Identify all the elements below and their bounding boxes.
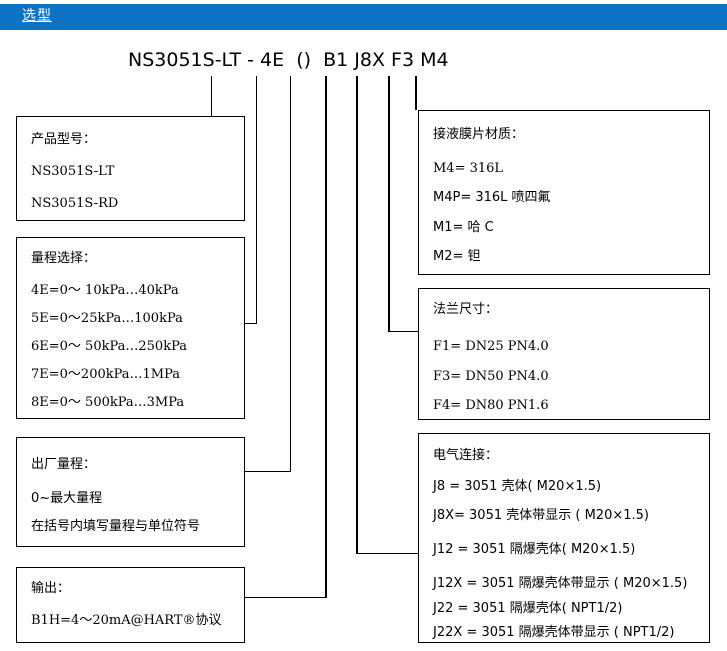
- box-product-model-line: NS3051S-RD: [31, 196, 119, 211]
- box-electrical-connection: 电气连接： J8 = 3051 壳体( M20×1.5) J8X= 3051 壳…: [418, 433, 710, 643]
- box-output: 输出： B1H=4～20mA@HART®协议: [16, 567, 245, 643]
- box-electrical-connection-title: 电气连接：: [433, 448, 499, 463]
- box-electrical-connection-line: J22X = 3051 隔爆壳体带显示 ( NPT1/2): [433, 625, 675, 640]
- box-flange-size-line: F3= DN50 PN4.0: [433, 369, 549, 384]
- page-title: 选型: [22, 8, 52, 24]
- box-range-select-line: 5E=0～25kPa…100kPa: [31, 311, 183, 326]
- box-range-select-line: 6E=0～ 50kPa…250kPa: [31, 339, 187, 354]
- box-electrical-connection-line: J8X= 3051 壳体带显示 ( M20×1.5): [433, 508, 649, 523]
- box-diaphragm-material-line: M1= 哈 C: [433, 220, 494, 235]
- leader-line-output: [325, 76, 327, 598]
- leader-line-range-select: [256, 76, 257, 323]
- box-product-model-line: NS3051S-LT: [31, 164, 115, 179]
- box-diaphragm-material-line: M4P= 316L 喷四氟: [433, 190, 551, 205]
- box-flange-size-line: F4= DN80 PN1.6: [433, 398, 549, 413]
- box-factory-range: 出厂量程： 0~最大量程 在括号内填写量程与单位符号: [16, 437, 245, 547]
- box-output-title: 输出：: [31, 581, 71, 596]
- box-factory-range-title: 出厂量程：: [31, 457, 97, 472]
- box-output-line: B1H=4～20mA@HART®协议: [31, 613, 222, 628]
- box-electrical-connection-line: J12 = 3051 隔爆壳体( M20×1.5): [433, 542, 636, 557]
- box-range-select-title: 量程选择：: [31, 251, 97, 266]
- box-flange-size-line: F1= DN25 PN4.0: [433, 339, 549, 354]
- box-flange-size-title: 法兰尺寸：: [433, 302, 499, 317]
- box-diaphragm-material-line: M2= 钽: [433, 249, 481, 264]
- box-factory-range-line: 在括号内填写量程与单位符号: [31, 519, 201, 534]
- leader-line-factory-range: [290, 76, 291, 471]
- box-diaphragm-material-title: 接液膜片材质：: [433, 127, 525, 142]
- leader-line-diaphragm: [415, 76, 417, 110]
- box-product-model: 产品型号： NS3051S-LT NS3051S-RD: [16, 116, 245, 221]
- box-range-select-line: 7E=0～200kPa…1MPa: [31, 367, 181, 382]
- connector-factory-range: [245, 471, 291, 472]
- leader-line-electrical: [356, 76, 358, 553]
- box-range-select-line: 8E=0～ 500kPa…3MPa: [31, 395, 185, 410]
- box-product-model-title: 产品型号：: [31, 132, 97, 147]
- box-range-select: 量程选择： 4E=0～ 10kPa…40kPa 5E=0～25kPa…100kP…: [16, 237, 245, 419]
- box-factory-range-line: 0~最大量程: [31, 491, 103, 506]
- box-diaphragm-material: 接液膜片材质： M4= 316L M4P= 316L 喷四氟 M1= 哈 C M…: [418, 110, 710, 275]
- connector-range-select: [245, 323, 257, 324]
- leader-line-flange: [388, 76, 390, 331]
- model-code-string: NS3051S-LT - 4E () B1 J8X F3 M4: [128, 49, 449, 71]
- box-electrical-connection-line: J8 = 3051 壳体( M20×1.5): [433, 479, 602, 494]
- box-diaphragm-material-line: M4= 316L: [433, 161, 504, 176]
- connector-flange: [388, 331, 418, 332]
- box-range-select-line: 4E=0～ 10kPa…40kPa: [31, 283, 179, 298]
- connector-electrical: [356, 553, 418, 554]
- box-electrical-connection-line: J22 = 3051 隔爆壳体( NPT1/2): [433, 601, 623, 616]
- box-electrical-connection-line: J12X = 3051 隔爆壳体带显示 ( M20×1.5): [433, 576, 688, 591]
- box-flange-size: 法兰尺寸： F1= DN25 PN4.0 F3= DN50 PN4.0 F4= …: [418, 288, 710, 420]
- leader-line-product-model: [211, 76, 212, 117]
- header-bar: [0, 4, 727, 30]
- connector-output: [245, 597, 326, 598]
